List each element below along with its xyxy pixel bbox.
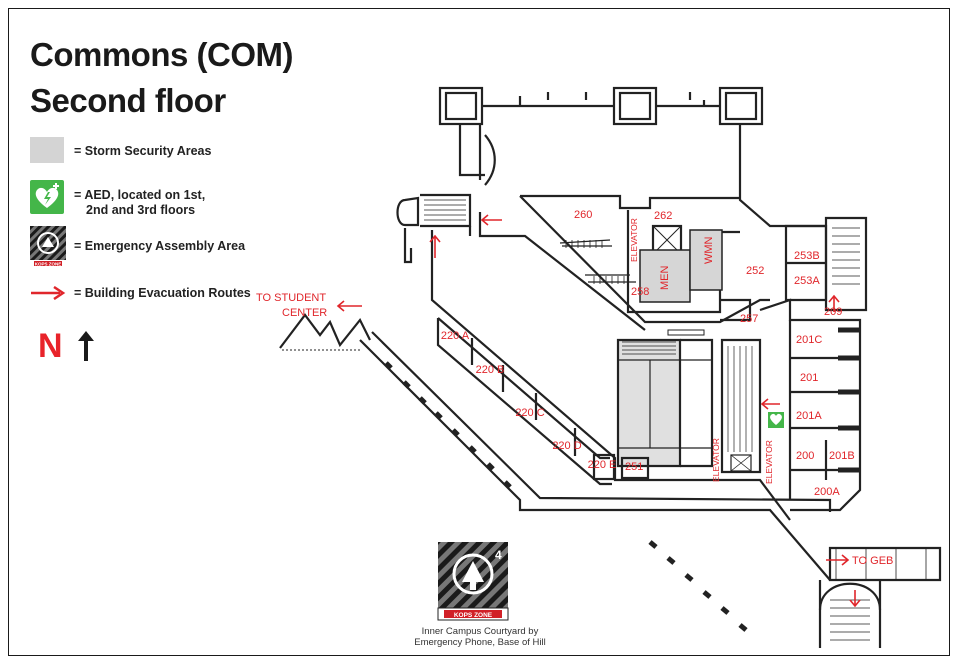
room-label: 209 (824, 306, 842, 318)
to-student-center-label: TO STUDENT (256, 292, 326, 304)
room-label: 201 (800, 372, 818, 384)
room-label: 220 B (476, 364, 505, 376)
room-label: 201C (796, 334, 822, 346)
room-label: 200A (814, 486, 840, 498)
assembly-kops-zone-icon: 4 KOPS ZONE (437, 542, 509, 621)
room-label: 262 (654, 210, 672, 222)
assembly-area-caption: Inner Campus Courtyard by Emergency Phon… (400, 626, 560, 648)
room-label: 252 (746, 265, 764, 277)
room-label: 201A (796, 410, 822, 422)
elevator-label: ELEVATOR (629, 218, 639, 262)
assembly-caption-line1: Inner Campus Courtyard by (421, 626, 539, 637)
to-student-center-label-2: CENTER (282, 307, 327, 319)
legend-assembly-area: = Emergency Assembly Area (74, 239, 246, 253)
men-restroom-label: MEN (659, 266, 671, 291)
room-label: 258 (631, 286, 649, 298)
room-label: 251 (625, 461, 643, 473)
kops-badge-label: KOPS ZONE (35, 262, 62, 267)
legend-evacuation-routes: = Building Evacuation Routes (74, 286, 251, 300)
elevator-label: ELEVATOR (711, 438, 721, 482)
aed-heart-icon (30, 180, 64, 214)
room-label: 220 A (441, 330, 470, 342)
room-label: 253A (794, 275, 820, 287)
room-label: 220 C (515, 407, 544, 419)
legend-storm-security: = Storm Security Areas (74, 144, 212, 158)
assembly-area-number: 4 (495, 548, 502, 562)
room-label: 260 (574, 209, 592, 221)
to-geb-label: TO GEB (852, 555, 893, 567)
assembly-caption-line2: Emergency Phone, Base of Hill (414, 637, 546, 648)
north-arrow-icon (76, 329, 96, 368)
room-label: 220 E (588, 459, 617, 471)
women-restroom-label: WMN (703, 236, 715, 264)
legend-aed-line1: AED, located on 1st, (84, 188, 206, 202)
assembly-badge-label: KOPS ZONE (454, 612, 493, 619)
building-title: Commons (COM) (30, 36, 293, 73)
map-frame (8, 8, 950, 656)
room-label: 253B (794, 250, 820, 262)
red-arrow-icon (30, 285, 66, 305)
elevator-label: ELEVATOR (764, 440, 774, 484)
legend-aed-line2: 2nd and 3rd floors (86, 203, 196, 217)
storm-security-swatch (30, 137, 64, 163)
floor-title: Second floor (30, 82, 226, 119)
north-letter: N (38, 327, 63, 365)
kops-zone-icon: KOPS ZONE (30, 226, 66, 267)
room-label: 201B (829, 450, 855, 462)
room-label: 200 (796, 450, 814, 462)
room-label: 220 D (552, 440, 581, 452)
legend-aed: = AED, located on 1st,2nd and 3rd floors (74, 188, 206, 217)
room-label: 257 (740, 313, 758, 325)
